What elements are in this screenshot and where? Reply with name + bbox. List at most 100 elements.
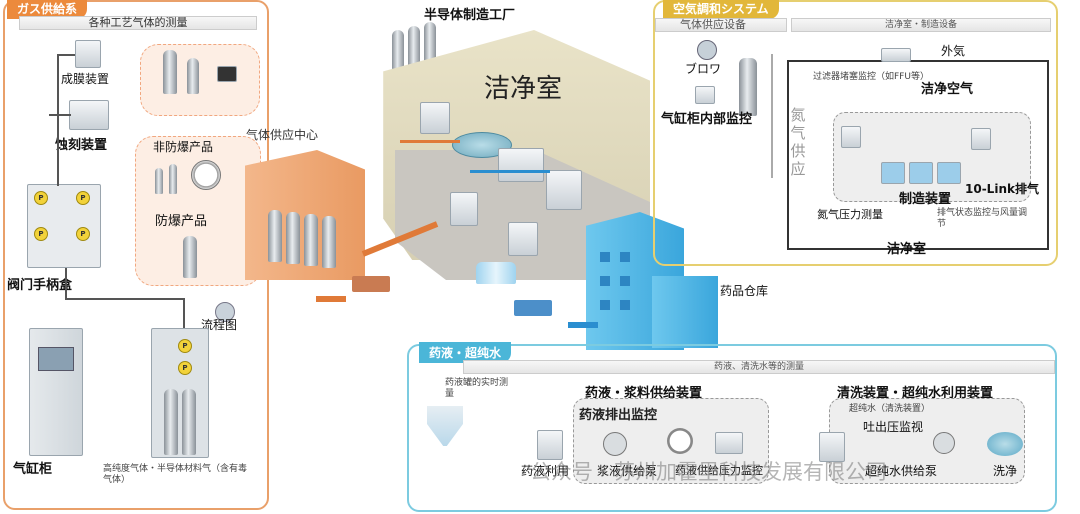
pressure-gauge-icon: [191, 160, 221, 190]
gauge-icon: P: [76, 191, 90, 205]
manufacturing-device-label: 制造装置: [899, 192, 952, 207]
manufacturing-device-icon: [909, 162, 933, 184]
gas-pipe: [65, 268, 67, 298]
ultrapure-pump-label: 超纯水供给泵: [865, 464, 938, 478]
gas-line: [400, 140, 460, 143]
gas-truck-icon: [352, 276, 390, 292]
sensor-unit-icon: [971, 128, 991, 150]
gas-cabinet-icon: [29, 328, 83, 456]
fab-title: 半导体制造工厂: [424, 8, 516, 23]
process-machine-icon: [508, 222, 538, 256]
exhaust-monitor-label: 排气状态监控与风量调节: [937, 208, 1028, 229]
clean-air-label: 洁净空气: [921, 82, 974, 97]
gas-center-label: 气体供应中心: [246, 128, 319, 142]
chem-tag: 药液・超纯水: [419, 342, 512, 363]
sensor-products-group: [140, 44, 260, 116]
gas-supply-tag: ガス供給系: [7, 0, 88, 19]
gas-pipe: [57, 54, 75, 56]
iolink-exhaust-label: 10-Link排气: [965, 182, 1039, 196]
gas-cylinder-icon: [322, 216, 336, 268]
pump-label: 浆液供给泵: [597, 464, 658, 478]
chem-truck-arrow: [568, 322, 598, 328]
gas-cylinder-icon: [304, 214, 318, 266]
process-machine-icon: [498, 148, 544, 182]
nitrogen-supply-label: 氮气供应: [790, 106, 806, 178]
gas-cylinder-icon: [182, 389, 196, 455]
chem-truck-icon: [514, 300, 552, 316]
blower-label: ブロワ: [685, 62, 722, 76]
ultrapure-device-icon: [819, 432, 845, 462]
gas-cylinder-icon: [739, 58, 757, 116]
wash-label: 洗净: [993, 464, 1018, 478]
nitrogen-pipe: [771, 54, 773, 178]
sensor-product-icon: [187, 58, 199, 94]
discharge-monitor-label: 药液排出监控: [579, 408, 658, 423]
gauge-icon: P: [76, 227, 90, 241]
sensor-product-icon: [163, 50, 177, 94]
cleanroom-frame: [787, 60, 1049, 250]
chemical-drums-icon: [476, 262, 516, 284]
cleanroom-label: 洁净室: [887, 242, 927, 257]
gas-pipe: [183, 298, 185, 328]
valve-box-label: 阀门手柄盒: [7, 278, 73, 293]
warehouse-label: 药品仓库: [720, 284, 769, 298]
water-line: [470, 170, 550, 173]
pressure-sensor-icon: [715, 432, 743, 454]
gas-cylinder-icon: [164, 389, 178, 455]
etch-device-icon: [69, 100, 109, 130]
supply-title: 药液・浆料供给装置: [585, 386, 703, 401]
cleanroom-equipment-band: 洁净室・制造设备: [791, 18, 1051, 32]
outside-air-label: 外気: [941, 44, 966, 58]
non-explosion-label: 非防爆产品: [153, 140, 214, 154]
gas-cylinder-icon: [268, 210, 282, 262]
exhaust-stack-icon: [408, 26, 420, 70]
gas-pipe: [49, 114, 71, 116]
sensor-unit-icon: [841, 126, 861, 148]
cylinder-cabinet-icon: P P: [151, 328, 209, 458]
gas-truck-arrow: [316, 296, 346, 302]
warehouse-annex: [652, 276, 718, 348]
air-conditioning-panel: 空気調和システム 气体供应设备 洁净室・制造设备 ブロワ 气缸柜内部监控 氮气供…: [653, 0, 1058, 266]
pump-icon: [603, 432, 627, 456]
chem-measure-band: 药液、清洗水等的测量: [463, 360, 1055, 374]
gauge-icon: P: [178, 361, 192, 375]
cylinder-monitor-label: 气缸柜内部监控: [661, 112, 753, 127]
gas-measure-band: 各种工艺气体的测量: [19, 16, 257, 30]
process-machine-icon: [450, 192, 478, 226]
film-device-icon: [75, 40, 101, 68]
process-machine-icon: [420, 102, 450, 134]
sensor-icon: [169, 164, 177, 194]
gauge-icon: P: [34, 227, 48, 241]
display-unit-icon: [217, 66, 237, 82]
nitrogen-pressure-label: 氮气压力测量: [817, 208, 883, 221]
manufacturing-device-icon: [881, 162, 905, 184]
chem-use-device-icon: [537, 430, 563, 460]
gas-supply-panel: ガス供給系 各种工艺气体的测量 成膜装置 蚀刻装置 非防爆产品 防爆产品 P P…: [3, 0, 269, 510]
wash-basin-icon: [987, 432, 1023, 456]
manufacturing-zone: [833, 112, 1031, 202]
explosion-proof-sensor-icon: [183, 236, 197, 278]
watermark: 公众号・苏州加霍里科技发展有限公司: [530, 460, 887, 484]
cabinet-screen-icon: [38, 347, 74, 371]
flowchart-label: 流程图: [201, 318, 238, 332]
gas-supply-equipment-band: 气体供应设备: [655, 18, 787, 32]
chem-use-label: 药液利用: [521, 464, 570, 478]
blower-icon: [697, 40, 717, 60]
gas-cylinder-icon: [286, 212, 300, 264]
chemical-panel: 药液・超纯水 药液、清洗水等的测量 药液罐的实时测量 药液・浆料供给装置 药液排…: [407, 342, 1057, 512]
gauge-icon: P: [34, 191, 48, 205]
process-machine-icon: [546, 170, 582, 210]
manufacturing-device-icon: [937, 162, 961, 184]
cleanroom-title: 洁净室: [484, 74, 563, 104]
discharge-pressure-label: 吐出压监视: [863, 420, 924, 434]
high-purity-note: 高纯度气体・半导体材料气（含有毒气体）: [103, 464, 248, 485]
wash-title: 清洗装置・超纯水利用装置: [837, 386, 994, 401]
pressure-monitor-label: 药液供给压力监控: [675, 464, 763, 477]
filter-monitor-label: 过滤器堵塞监控（如FFU等）: [813, 72, 929, 82]
gas-pipe: [57, 54, 59, 186]
filter-unit-icon: [881, 48, 911, 62]
gas-pipe: [65, 298, 183, 300]
sensor-icon: [155, 168, 163, 194]
pump-icon: [933, 432, 955, 454]
chemical-tank-icon: [427, 406, 463, 446]
